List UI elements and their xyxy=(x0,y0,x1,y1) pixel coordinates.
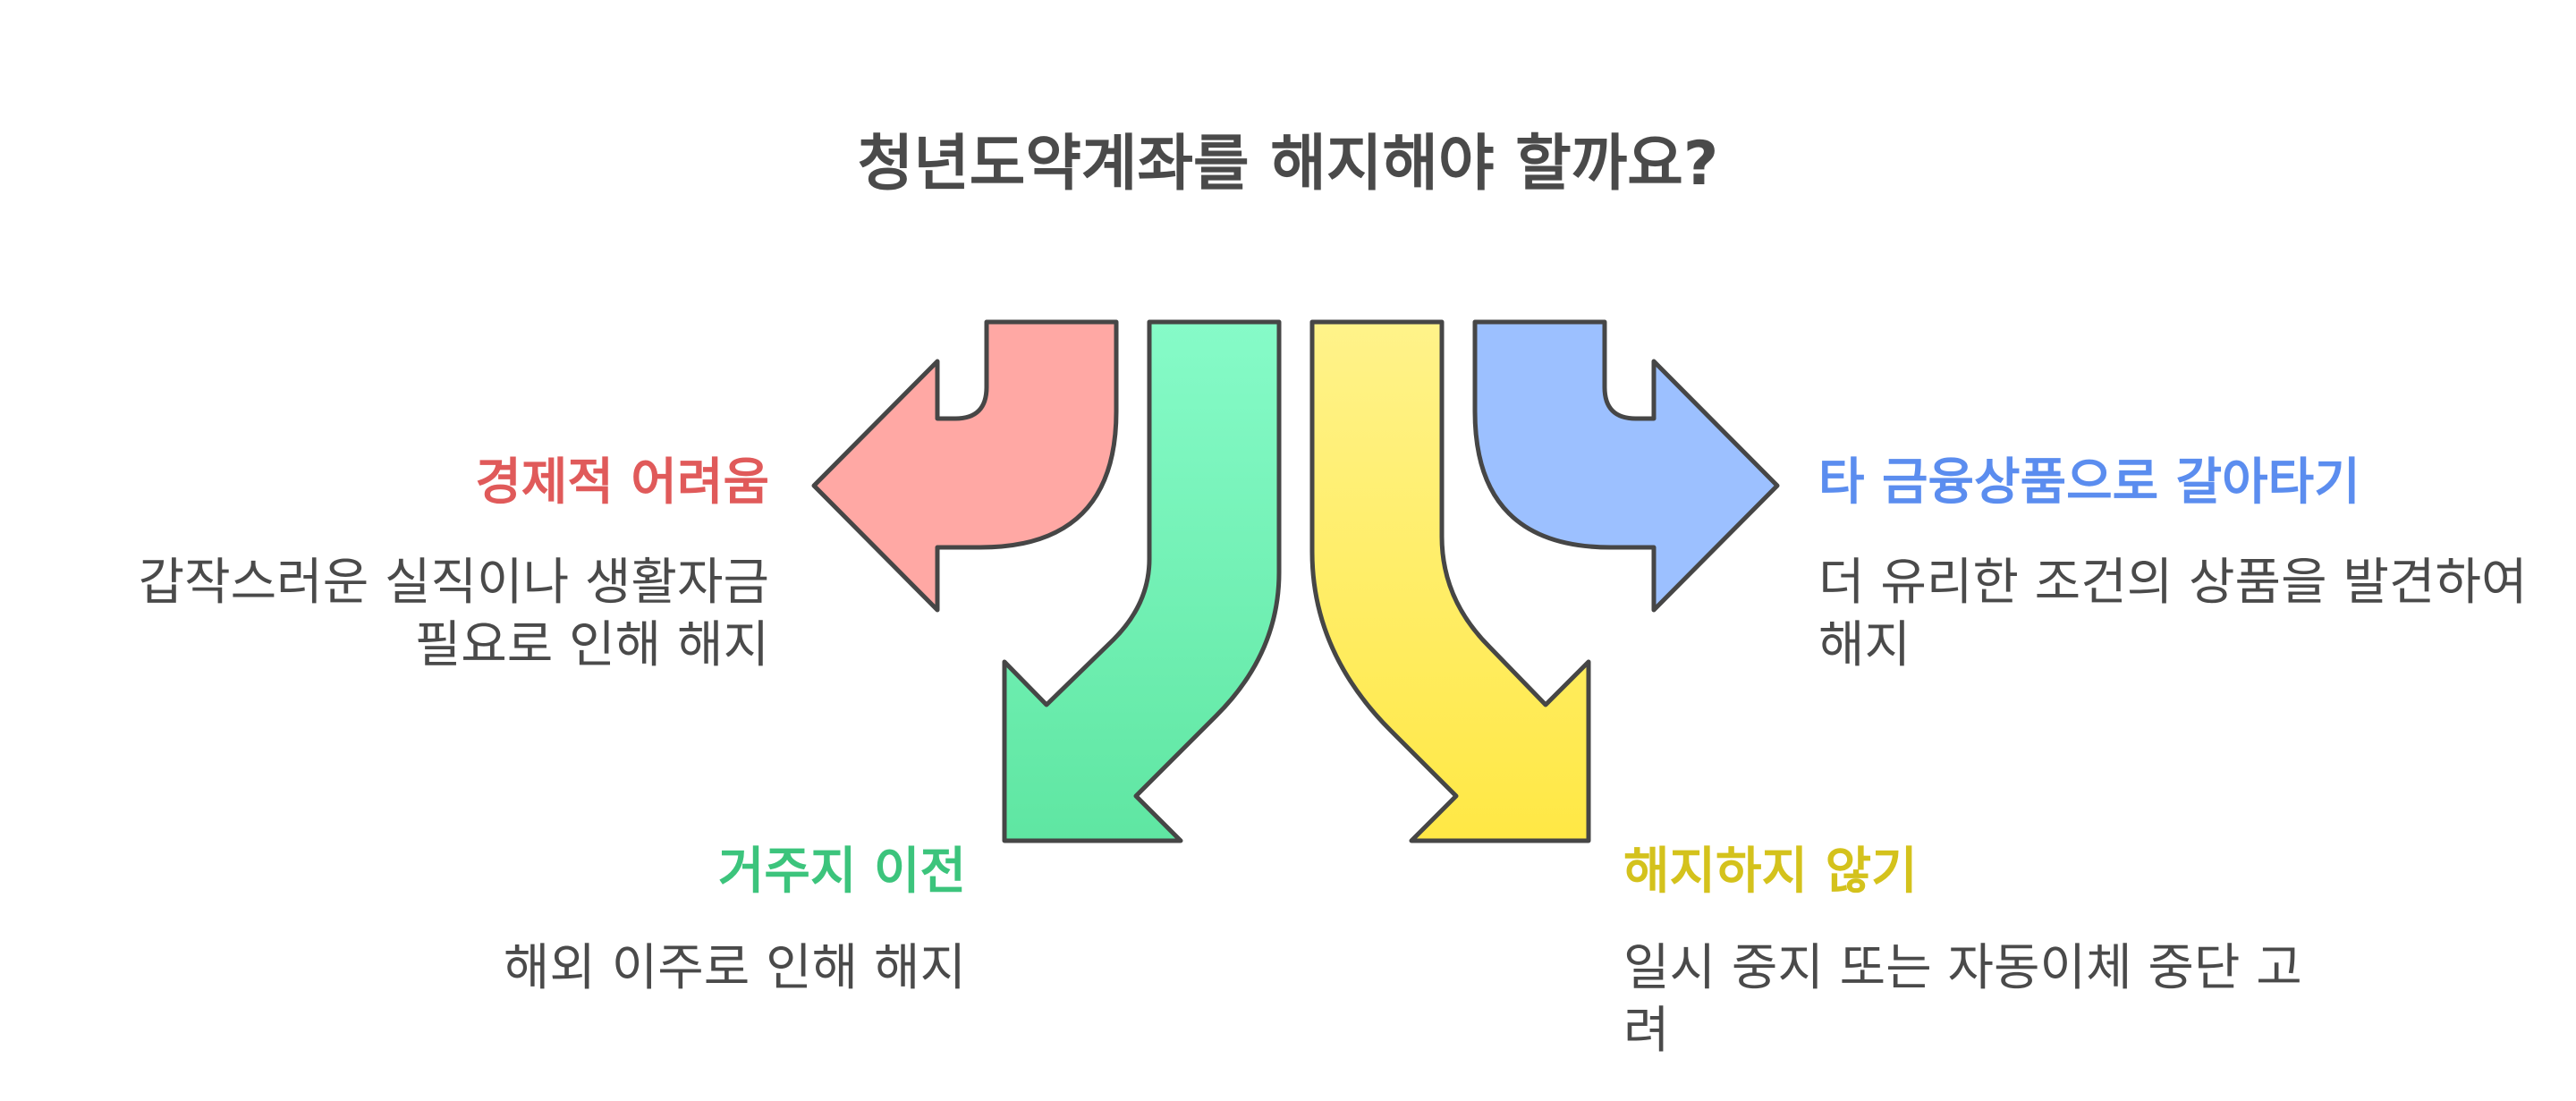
arrow-relocation xyxy=(1002,319,1282,843)
arrow-economic-hardship xyxy=(811,319,1119,613)
branch-heading-switch-product: 타 금융상품으로 갈아타기 xyxy=(1818,453,2360,512)
branch-description-relocation: 해외 이주로 인해 해지 xyxy=(503,939,966,997)
branch-description-keep-account: 일시 중지 또는 자동이체 중단 고려 xyxy=(1623,939,2302,1060)
branch-heading-keep-account: 해지하지 않기 xyxy=(1623,843,1918,901)
arrow-keep-account xyxy=(1309,319,1591,843)
diagram-title: 청년도약계좌를 해지해야 할까요? xyxy=(857,129,1719,199)
arrow-switch-product xyxy=(1472,319,1780,613)
branch-heading-economic-hardship: 경제적 어려움 xyxy=(475,453,769,512)
branch-description-switch-product: 더 유리한 조건의 상품을 발견하여 해지 xyxy=(1818,554,2528,674)
branch-heading-relocation: 거주지 이전 xyxy=(717,843,966,901)
branch-description-economic-hardship: 갑작스러운 실직이나 생활자금 필요로 인해 해지 xyxy=(138,554,769,674)
